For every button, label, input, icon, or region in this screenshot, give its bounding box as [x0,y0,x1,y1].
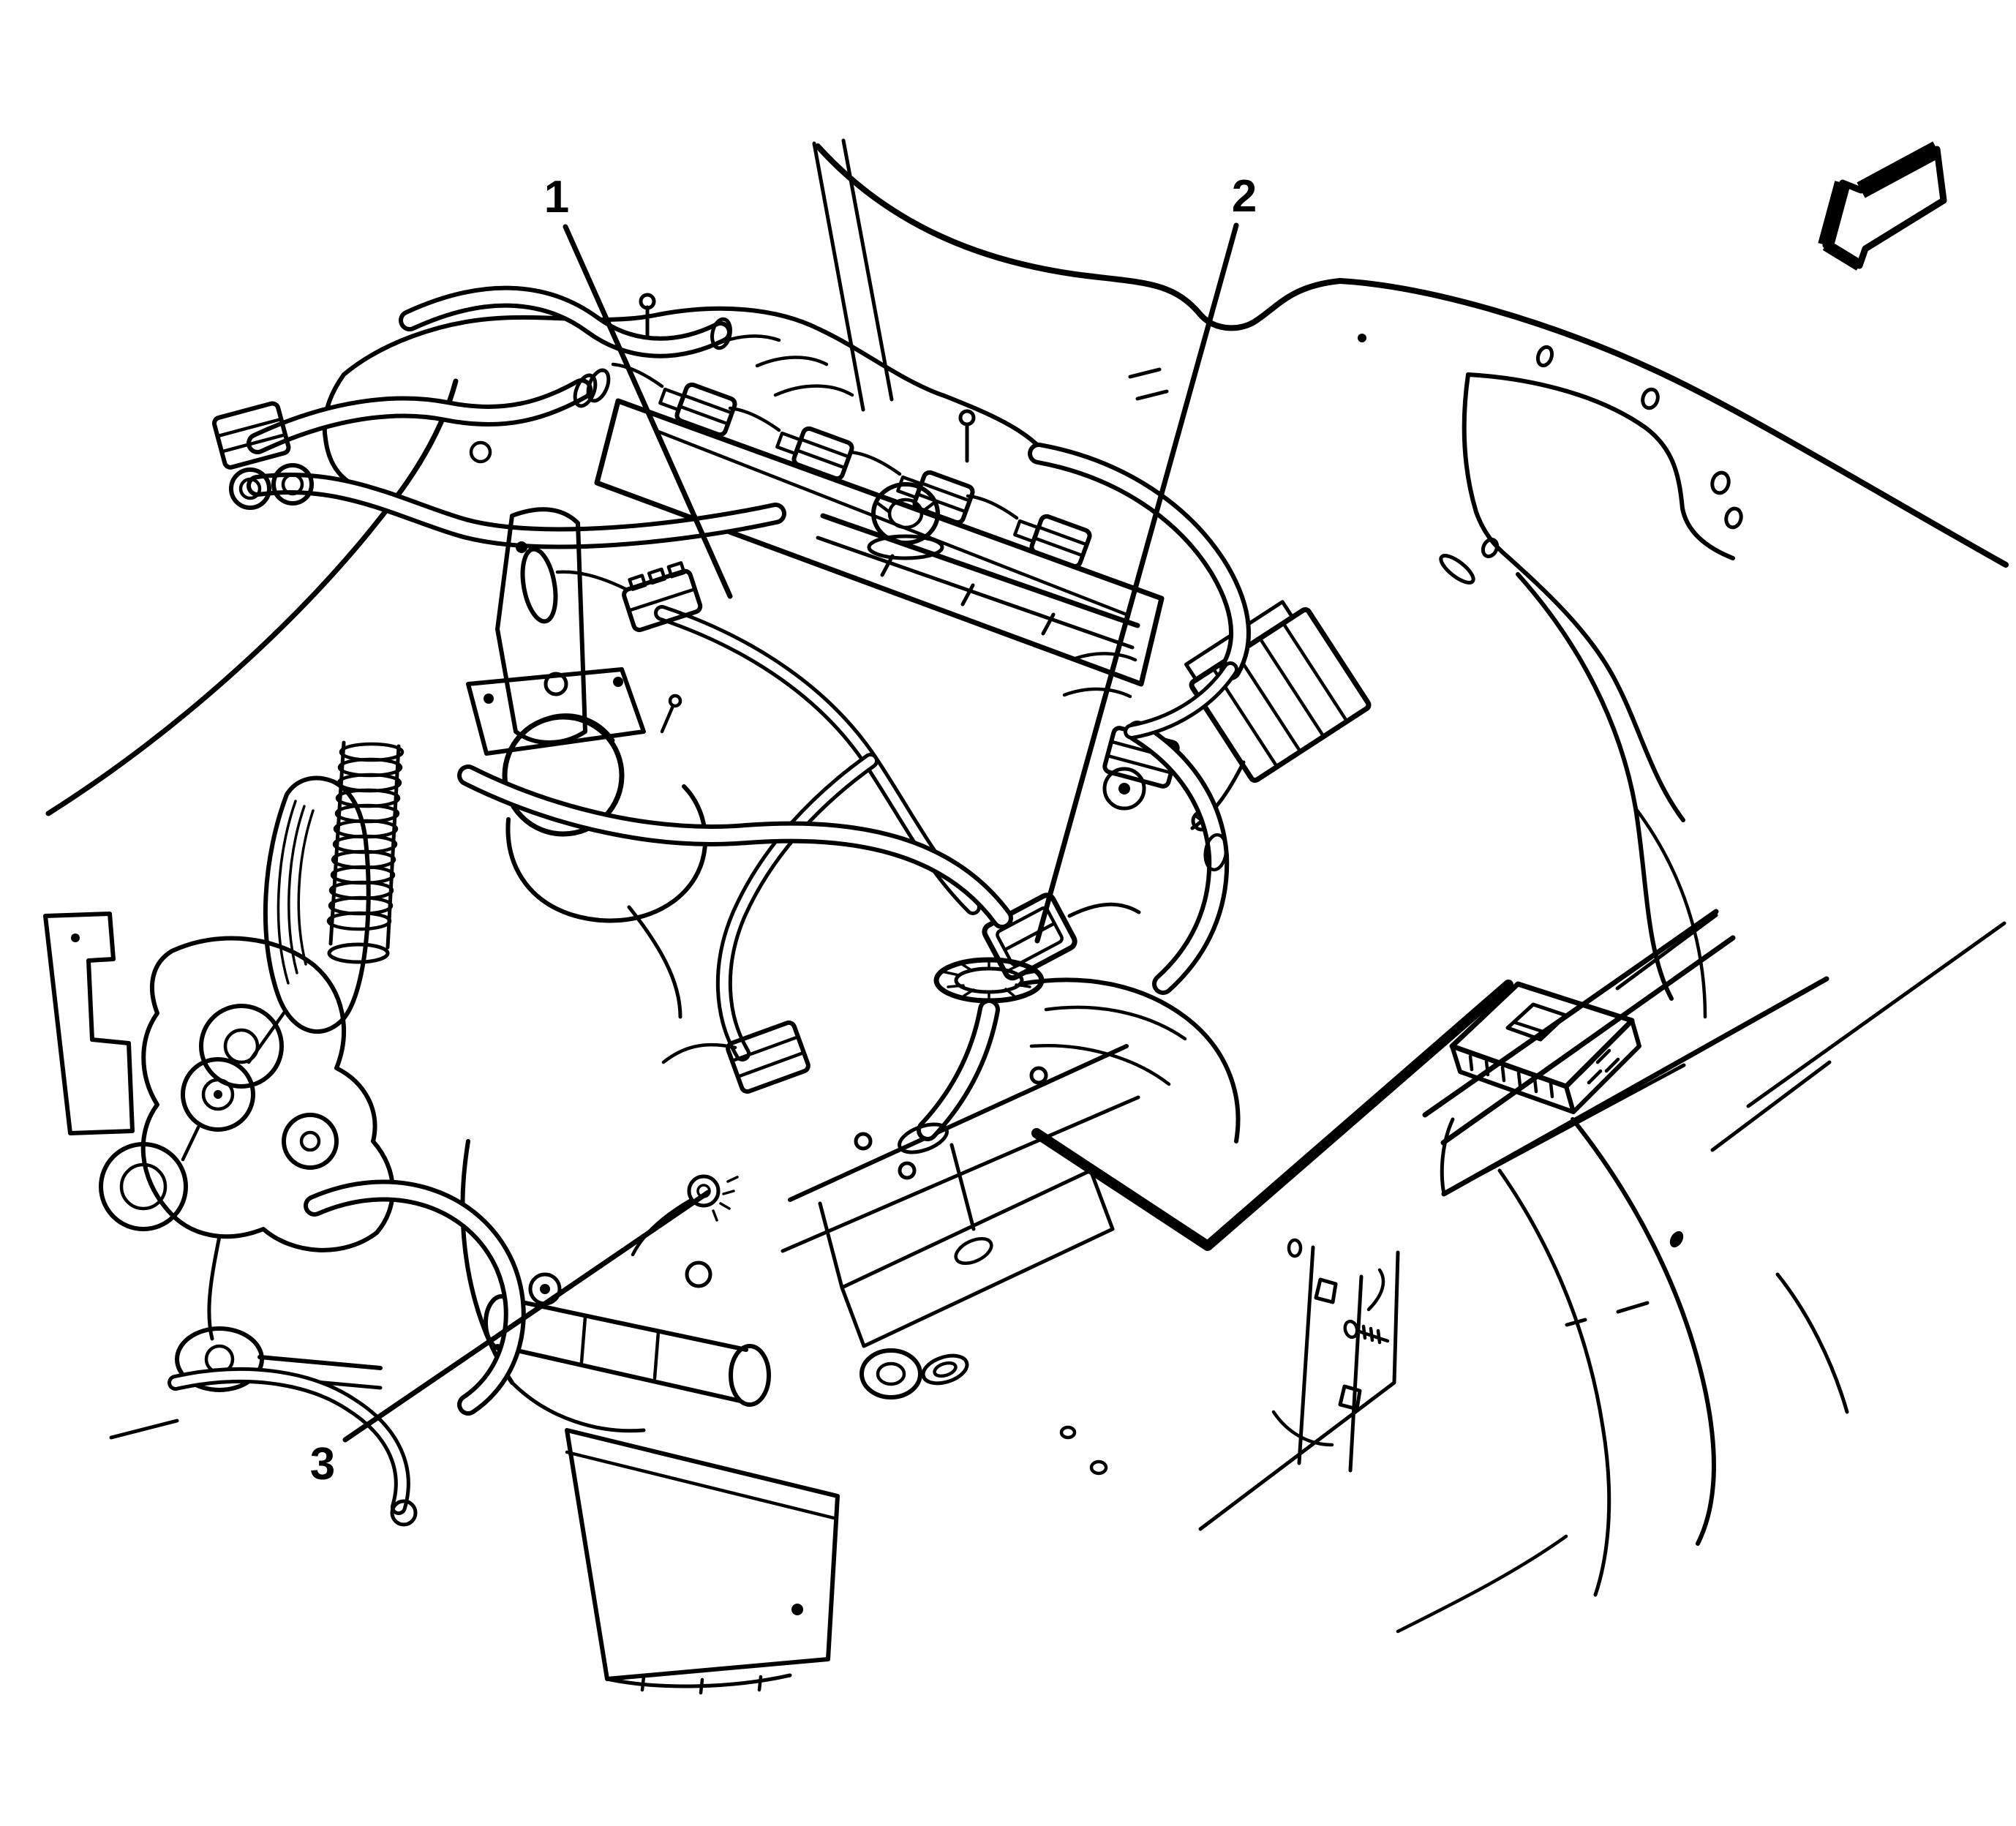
callout-3-label: 3 [310,1439,335,1489]
callout-1-label: 1 [544,172,569,222]
valve-cover-and-coils [322,293,1169,687]
left-fender-and-mount [43,378,459,1440]
exhaust-and-heat-shield [898,957,1241,1154]
callout-2-label: 2 [1232,171,1257,222]
lower-engine [168,1139,840,1695]
vehicle-body-structure [812,138,2009,1634]
callout-3-leader-line [342,1190,711,1443]
camshaft-sensor-connector [622,561,703,633]
serpentine-belt-and-pulleys [99,775,371,1231]
lower-cross-hose [457,764,1048,1180]
callouts: 1 2 3 [310,171,1257,1489]
frame-rails [781,909,1736,1531]
view-direction-arrow-icon [1818,141,1947,271]
knock-sensor [631,1174,739,1257]
coolant-hoses [211,285,786,549]
callout-1-leader-line [563,224,733,599]
engine-control-module [1028,443,1372,995]
crankshaft-sensor-connector [982,893,1077,981]
turbocharger-area [326,507,708,1019]
fuse-block [1449,981,1641,1114]
callout-2-leader-line [1034,222,1239,944]
